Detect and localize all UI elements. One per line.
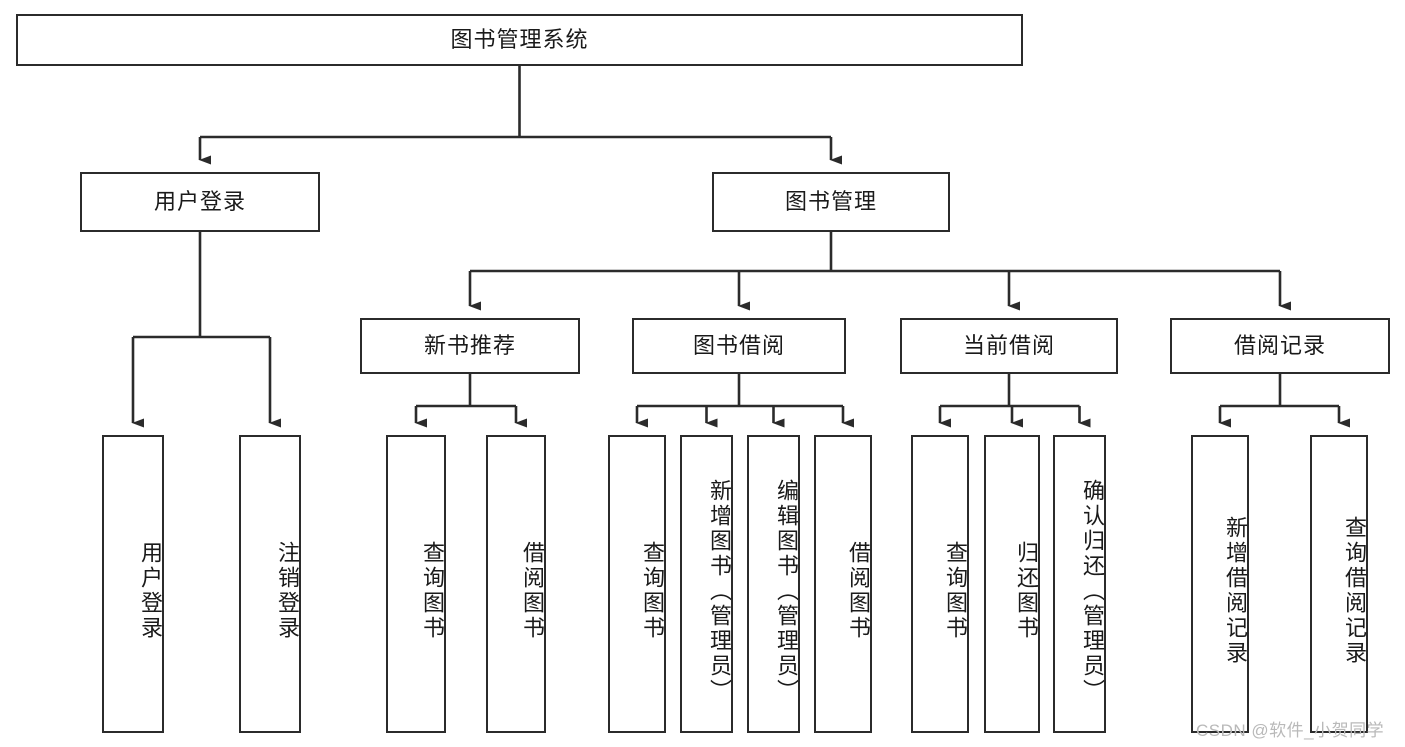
node-label: 新书推荐 [423, 332, 516, 358]
node-book-borrow[interactable]: 图书借阅 [632, 318, 846, 374]
node-label: 归还图书 [1014, 541, 1039, 641]
node-label: 图书管理 [784, 188, 877, 214]
node-leaf-user-logout[interactable]: 注销登录 [239, 435, 301, 733]
node-label: 编辑图书（管理员） [774, 478, 799, 704]
node-leaf-borrow-book-recommend[interactable]: 借阅图书 [486, 435, 546, 733]
node-user-login[interactable]: 用户登录 [80, 172, 320, 232]
node-leaf-query-borrow-record[interactable]: 查询借阅记录 [1310, 435, 1368, 733]
node-leaf-edit-book-admin[interactable]: 编辑图书（管理员） [747, 435, 800, 733]
node-label: 查询图书 [420, 541, 445, 641]
node-new-book-recommend[interactable]: 新书推荐 [360, 318, 580, 374]
node-leaf-query-book-current[interactable]: 查询图书 [911, 435, 969, 733]
node-label: 图书管理系统 [450, 26, 589, 52]
node-label: 当前借阅 [962, 332, 1055, 358]
node-label: 查询图书 [640, 541, 665, 641]
csdn-watermark: CSDN @软件_小贺同学 [1196, 721, 1385, 740]
node-leaf-confirm-return-admin[interactable]: 确认归还（管理员） [1053, 435, 1106, 733]
node-root[interactable]: 图书管理系统 [16, 14, 1023, 66]
node-leaf-user-login[interactable]: 用户登录 [102, 435, 164, 733]
node-leaf-return-book[interactable]: 归还图书 [984, 435, 1040, 733]
node-leaf-add-book-admin[interactable]: 新增图书（管理员） [680, 435, 733, 733]
node-leaf-query-book-recommend[interactable]: 查询图书 [386, 435, 446, 733]
node-label: 确认归还（管理员） [1080, 478, 1105, 704]
node-leaf-borrow-book[interactable]: 借阅图书 [814, 435, 872, 733]
node-leaf-query-book[interactable]: 查询图书 [608, 435, 666, 733]
node-label: 查询借阅记录 [1342, 516, 1367, 666]
node-label: 用户登录 [153, 188, 246, 214]
node-borrow-record[interactable]: 借阅记录 [1170, 318, 1390, 374]
node-current-borrow[interactable]: 当前借阅 [900, 318, 1118, 374]
node-label: 用户登录 [138, 541, 163, 641]
node-label: 图书借阅 [692, 332, 785, 358]
node-label: 查询图书 [943, 541, 968, 641]
node-label: 借阅记录 [1233, 332, 1326, 358]
node-label: 新增借阅记录 [1223, 516, 1248, 666]
node-label: 借阅图书 [520, 541, 545, 641]
node-label: 注销登录 [275, 541, 300, 641]
node-label: 新增图书（管理员） [707, 478, 732, 704]
node-label: 借阅图书 [846, 541, 871, 641]
node-book-manage[interactable]: 图书管理 [712, 172, 950, 232]
node-leaf-add-borrow-record[interactable]: 新增借阅记录 [1191, 435, 1249, 733]
